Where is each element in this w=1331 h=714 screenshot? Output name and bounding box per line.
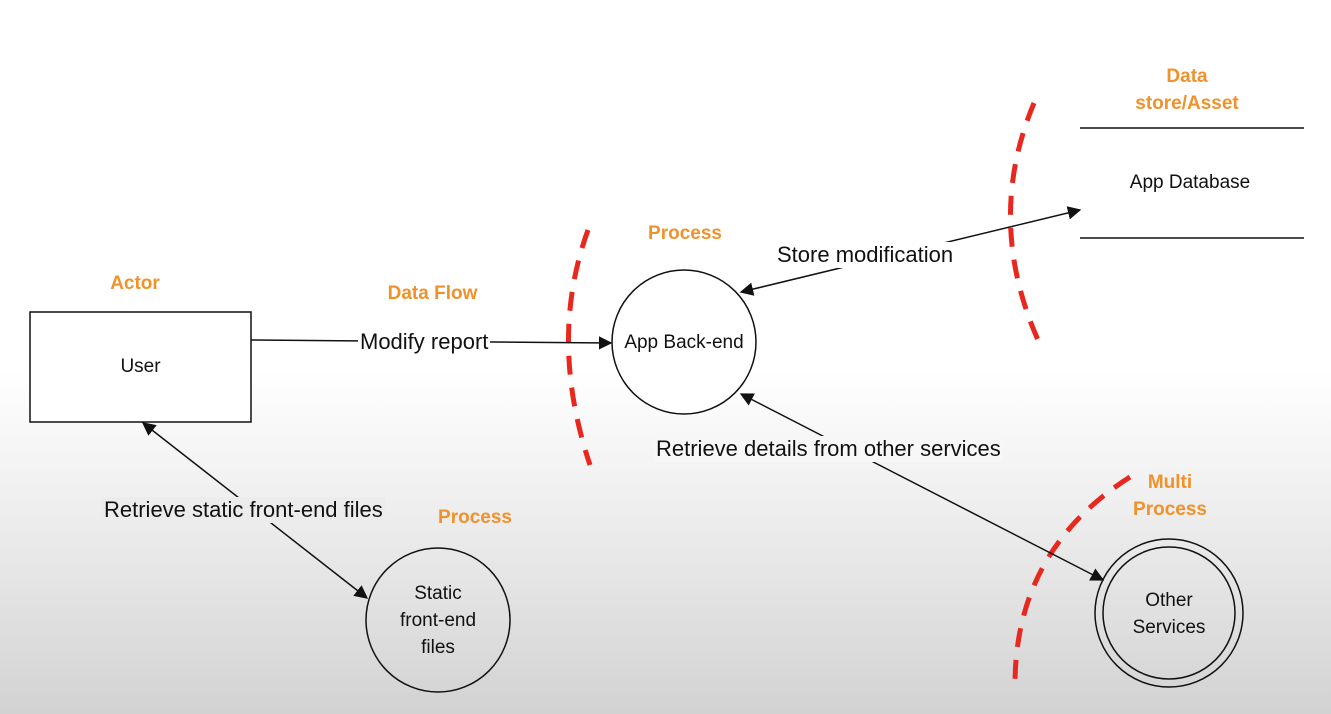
- static-files-process-circle: [365, 547, 511, 693]
- tag-data-flow: Data Flow: [387, 283, 478, 304]
- other-services-label: Other Services: [1109, 587, 1229, 641]
- backend-label: App Back-end: [624, 332, 744, 353]
- tag-data-store-line2: store/Asset: [1135, 93, 1239, 114]
- tag-multi-process: Multi Process: [1115, 469, 1225, 523]
- other-services-inner-circle: [1102, 546, 1236, 680]
- tag-data-store-line1: Data: [1166, 66, 1208, 87]
- tag-process-static: Process: [438, 507, 512, 528]
- flow-retrieve-details-arrow: [739, 393, 1105, 581]
- user-label: User: [120, 356, 161, 377]
- flow-modify-report-label: Modify report: [358, 329, 491, 355]
- other-services-label-line2: Services: [1132, 617, 1206, 638]
- user-actor-box: [29, 311, 252, 423]
- other-services-label-line1: Other: [1145, 590, 1193, 611]
- tag-multi-process-line1: Multi: [1147, 472, 1193, 493]
- trust-boundary-backend: [566, 229, 593, 466]
- other-services-outer-circle: [1094, 538, 1244, 688]
- static-files-label-line1: Static: [414, 583, 462, 604]
- flow-store-modification-label: Store modification: [775, 242, 956, 268]
- trust-boundary-other-services: [1012, 474, 1132, 686]
- flow-retrieve-static-label: Retrieve static front-end files: [102, 497, 385, 523]
- static-files-label-line2: front-end: [399, 610, 477, 631]
- tag-actor: Actor: [110, 273, 160, 294]
- flow-retrieve-details-label: Retrieve details from other services: [654, 436, 1003, 462]
- tag-data-store: Data store/Asset: [1112, 63, 1262, 117]
- database-label: App Database: [1129, 172, 1251, 193]
- tag-multi-process-line2: Process: [1133, 499, 1207, 520]
- static-files-label-line3: files: [421, 637, 455, 658]
- tag-process-backend: Process: [648, 223, 722, 244]
- static-files-label: Static front-end files: [378, 580, 498, 661]
